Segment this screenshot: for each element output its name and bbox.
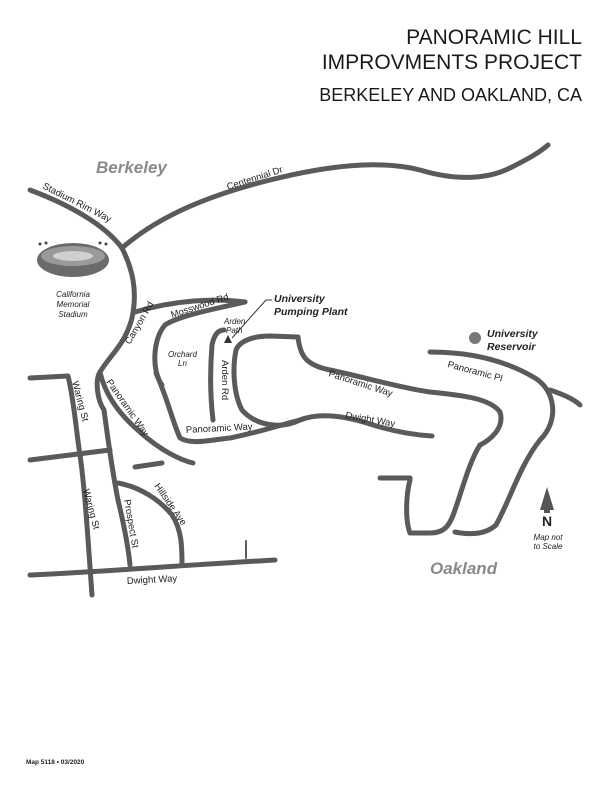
road-orchard-ln [153, 370, 303, 445]
road-panoramic-loop [231, 333, 504, 448]
road-east-west-connector [27, 447, 113, 463]
map-title-line2: IMPROVMENTS PROJECT [321, 51, 582, 74]
pumping-plant-label-line1: University [274, 293, 326, 305]
road-network [27, 142, 583, 598]
reservoir-marker-icon [469, 332, 481, 344]
road-panoramic-pl [427, 349, 556, 537]
street-label-arden-rd: Arden Rd [219, 360, 230, 400]
north-letter: N [542, 513, 552, 529]
road-mosswood-loop [152, 299, 248, 388]
reservoir-label-line2: Reservoir [487, 341, 536, 353]
map-footer: Map 5118 • 03/2020 [26, 759, 85, 766]
scale-note-line1: Map not [534, 533, 564, 542]
stadium-label-line1: California [56, 290, 90, 299]
street-label-dwight-way-east: Dwight Way [344, 410, 396, 430]
pumping-plant-triangle-icon [224, 335, 232, 343]
street-label-stadium-rim-way: Stadium Rim Way [41, 181, 114, 225]
road-hillside-spur [132, 460, 165, 470]
road-panoramic-way-east [404, 442, 483, 536]
city-label-oakland: Oakland [430, 559, 498, 578]
reservoir-label-line1: University [487, 328, 539, 340]
road-prospect-st [101, 407, 133, 568]
stadium-label-line2: Memorial [57, 300, 90, 309]
road-panoramic-pl-spur [547, 387, 583, 408]
road-hillside-ave [115, 480, 185, 568]
road-dwight-way-east [297, 413, 435, 439]
north-arrow-icon [540, 487, 554, 513]
road-canyon-rd [94, 245, 137, 413]
road-stadium-rim-way [27, 187, 125, 251]
city-label-berkeley: Berkeley [96, 158, 168, 177]
road-dwight-way-south [27, 557, 278, 578]
road-arden-rd [208, 327, 227, 423]
pumping-plant-leader-line [231, 299, 267, 339]
map-title-line1: PANORAMIC HILL [406, 26, 582, 49]
street-label-dwight-way-south: Dwight Way [127, 573, 178, 587]
street-label-hillside-ave: Hillside Ave [152, 481, 189, 527]
stadium-icon [37, 241, 109, 277]
road-panoramic-way-west [97, 369, 196, 466]
stadium-label-line3: Stadium [58, 310, 88, 319]
road-centennial-dr [119, 142, 551, 251]
pumping-plant-label-line2: Pumping Plant [274, 306, 348, 318]
street-label-arden-path-line2: Path [226, 326, 243, 335]
street-label-panoramic-way-west: Panoramic Way [104, 377, 151, 438]
map-subtitle: BERKELEY AND OAKLAND, CA [319, 85, 582, 105]
road-mosswood-rd [132, 297, 248, 315]
street-label-orchard-ln-line1: Orchard [168, 350, 197, 359]
street-label-orchard-ln-line2: Ln [178, 359, 187, 368]
scale-note-line2: to Scale [534, 542, 563, 551]
street-label-panoramic-way-mid: Panoramic Way [186, 422, 253, 436]
street-label-arden-path-line1: Arden [223, 317, 246, 326]
